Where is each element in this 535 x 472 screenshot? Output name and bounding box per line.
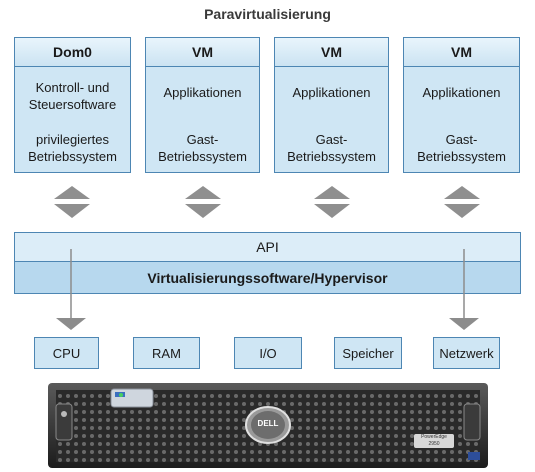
vm2-line-4: Betriebssystem — [287, 149, 376, 164]
vm-header-2: VM — [275, 38, 388, 67]
server-model-badge: PowerEdge 2950 — [414, 434, 454, 448]
vm-header-3: VM — [404, 38, 519, 67]
vm-box-3: VM Applikationen Gast- Betriebssystem — [403, 37, 520, 173]
diagram-title: Paravirtualisierung — [204, 6, 331, 22]
server-model-number: 2950 — [428, 441, 440, 447]
hardware-io: I/O — [234, 337, 302, 369]
vm3-line-3: Gast- — [445, 132, 478, 147]
vm1-line-1: Applikationen — [163, 85, 242, 100]
bidirectional-arrow-icon — [314, 186, 350, 218]
server-model-name: PowerEdge — [421, 434, 447, 440]
dom0-line-3: privilegiertes — [36, 132, 109, 147]
server-brand-logo: DELL — [257, 419, 279, 428]
dom0-box: Dom0 Kontroll- und Steuersoftware privil… — [14, 37, 131, 173]
dom0-line-4: Betriebssystem — [28, 149, 117, 164]
vm2-line-1: Applikationen — [292, 85, 371, 100]
dom0-line-1: Kontroll- und — [35, 80, 110, 95]
vm1-line-4: Betriebssystem — [158, 149, 247, 164]
down-arrow-icon — [449, 318, 479, 330]
dom0-header: Dom0 — [15, 38, 130, 67]
hardware-storage: Speicher — [334, 337, 402, 369]
hardware-cpu: CPU — [34, 337, 99, 369]
down-arrow-icon — [56, 318, 86, 330]
api-layer: API — [14, 232, 521, 262]
vm-box-1: VM Applikationen Gast- Betriebssystem — [145, 37, 260, 173]
hardware-network: Netzwerk — [433, 337, 500, 369]
hypervisor-layer: Virtualisierungssoftware/Hypervisor — [14, 262, 521, 294]
bidirectional-arrow-icon — [185, 186, 221, 218]
dom0-line-2: Steuersoftware — [28, 97, 117, 112]
vm1-line-3: Gast- — [186, 132, 219, 147]
hardware-ram: RAM — [133, 337, 200, 369]
bidirectional-arrow-icon — [54, 186, 90, 218]
vm3-line-1: Applikationen — [422, 85, 501, 100]
vm3-line-4: Betriebssystem — [417, 149, 506, 164]
vm-box-2: VM Applikationen Gast- Betriebssystem — [274, 37, 389, 173]
bidirectional-arrow-icon — [444, 186, 480, 218]
vm2-line-3: Gast- — [315, 132, 348, 147]
vm-header-1: VM — [146, 38, 259, 67]
